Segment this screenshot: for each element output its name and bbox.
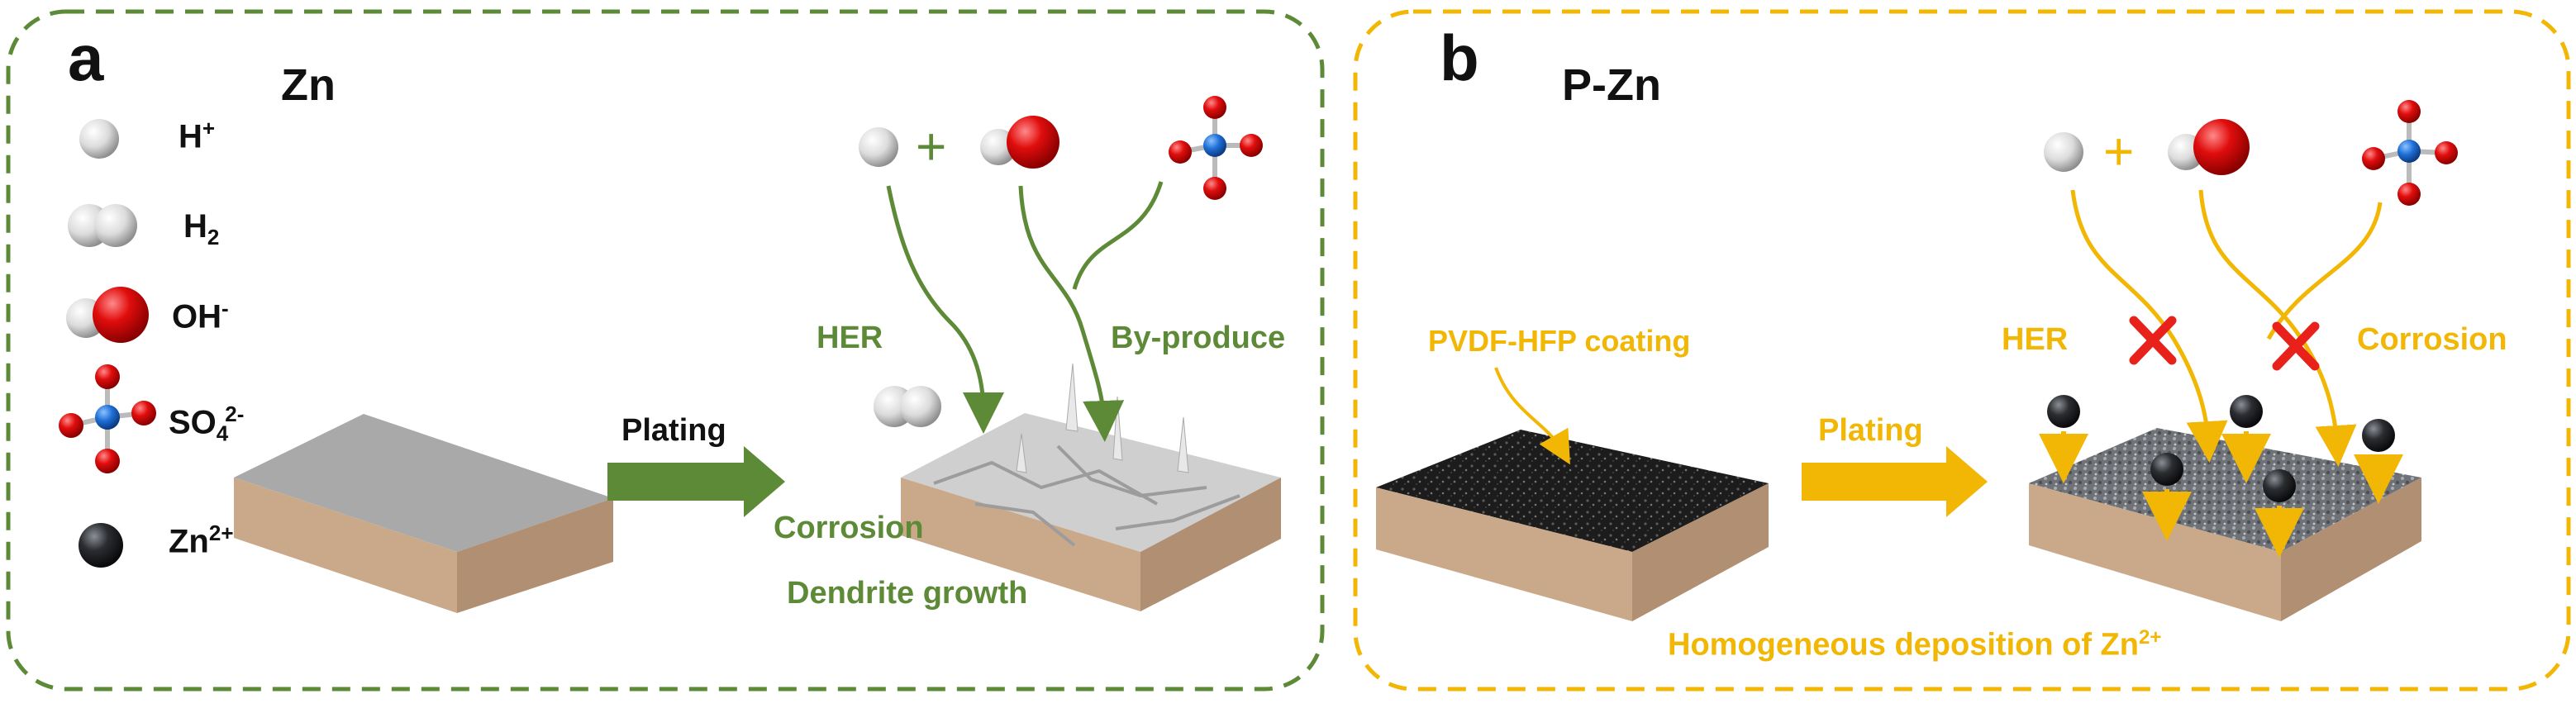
zn-corroded-slab (901, 363, 1281, 611)
zn-ion-deposition (2221, 395, 2271, 483)
legend-h-plus-label: H+ (179, 116, 216, 155)
her-arrow (886, 185, 1004, 434)
plus-sign-a: + (916, 116, 947, 176)
blocked-cross-icon (2129, 316, 2177, 365)
zn-ion-deposition (2039, 395, 2088, 483)
coating-pointer-arrow (1494, 367, 1570, 465)
plating-arrow-b (1802, 446, 1988, 517)
plating-label-a: Plating (621, 413, 726, 448)
oh-ion (980, 116, 1059, 169)
so4-ion-b (2362, 100, 2458, 206)
homogeneous-deposition-label: Homogeneous deposition of Zn2+ (1668, 626, 2162, 663)
legend-oh-label: OH- (172, 296, 229, 335)
so4-ion (1169, 96, 1263, 200)
dendrite-growth-label: Dendrite growth (787, 576, 1028, 611)
legend-zn-label: Zn2+ (169, 520, 234, 560)
oh-to-slab-arrow (1018, 185, 1125, 442)
zn-ion-deposition (2354, 419, 2403, 504)
blocked-cross-icon (2272, 321, 2320, 371)
panel-b-letter: b (1440, 21, 1479, 94)
p-zn-coated-slab (1376, 430, 1769, 621)
corrosion-label-a: Corrosion (774, 511, 924, 545)
legend-zn-icon (79, 523, 123, 568)
panel-b-title: P-Zn (1562, 60, 1661, 110)
legend-h2-label: H2 (183, 208, 220, 250)
h-plus-ion-b (2044, 132, 2083, 172)
panel-a-title: Zn (281, 60, 336, 110)
oh-arrow-b (2198, 189, 2357, 467)
h-plus-ion (859, 127, 898, 167)
legend-h-plus-icon (79, 119, 119, 159)
plating-arrow-a (607, 446, 785, 517)
panel-b-frame (1353, 9, 2571, 692)
plating-label-b: Plating (1818, 413, 1923, 448)
by-produce-label: By-produce (1111, 321, 1286, 355)
her-arrow-b (2070, 189, 2228, 463)
her-label-a: HER (817, 321, 883, 355)
so4-to-slab-arrow (1072, 181, 1164, 290)
panel-a-letter: a (68, 21, 104, 94)
legend-oh-icon (66, 287, 149, 343)
zn-plain-slab (234, 414, 613, 613)
oh-ion-b (2168, 119, 2250, 175)
panel-a-frame (6, 9, 1325, 692)
legend-so4-label: SO42- (169, 402, 245, 446)
corrosion-label-b: Corrosion (2357, 322, 2507, 357)
so4-arrow-b (2266, 202, 2383, 340)
legend-so4-icon (59, 364, 156, 473)
zn-ion-deposition (2255, 469, 2304, 558)
legend-h2-icon (68, 204, 137, 247)
plus-sign-b: + (2103, 121, 2135, 181)
zn-ion-deposition (2142, 453, 2192, 541)
h2-bubble (874, 386, 941, 427)
p-zn-deposited-slab (2029, 428, 2421, 621)
coating-label: PVDF-HFP coating (1428, 324, 1691, 358)
her-label-b: HER (2002, 322, 2069, 357)
